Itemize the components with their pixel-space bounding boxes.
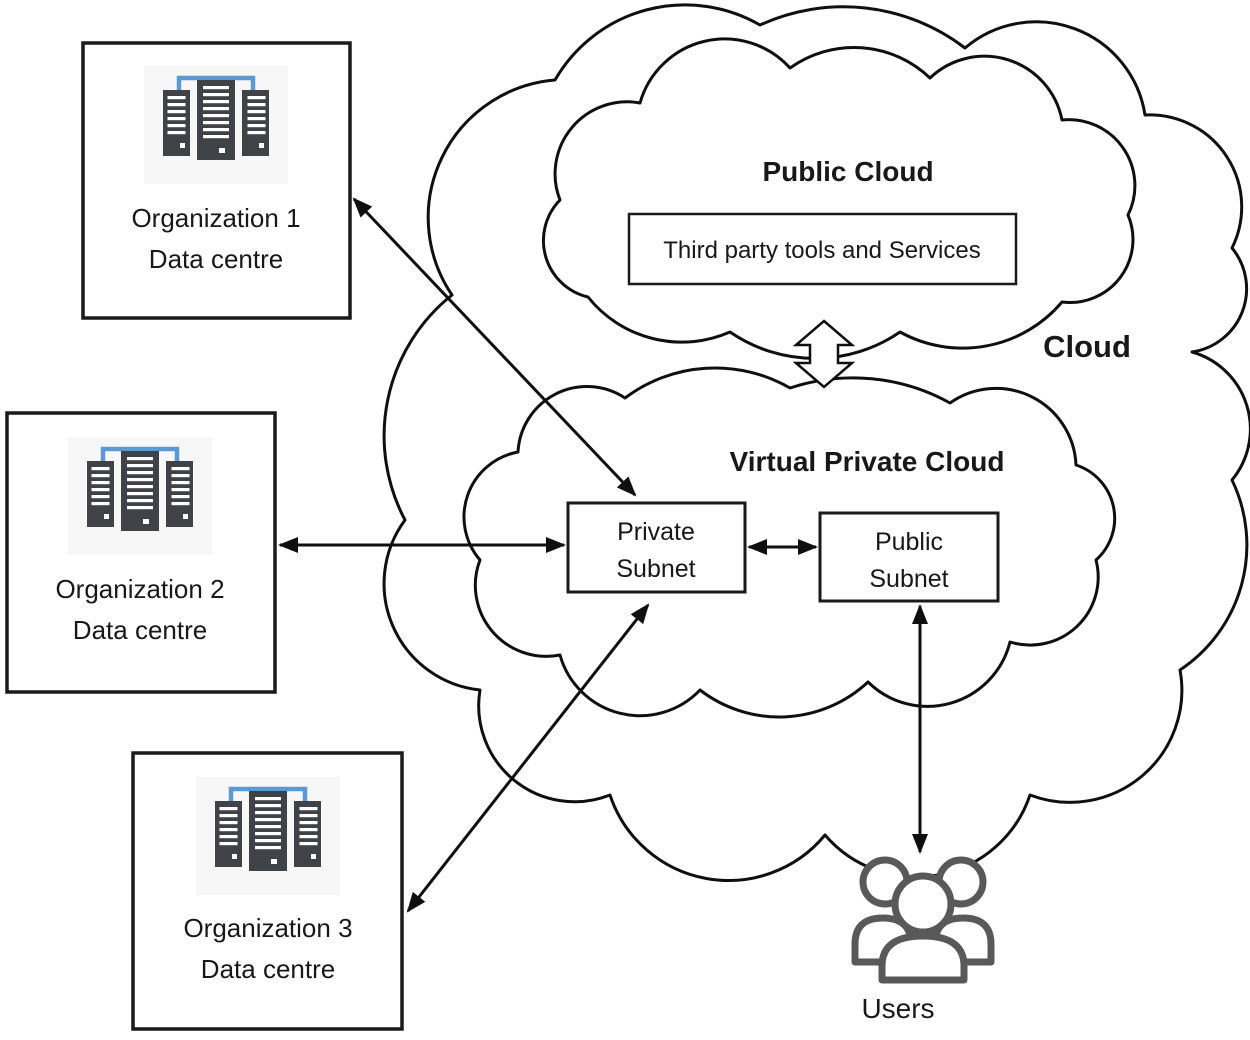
org3-label-line1: Organization 3 [183,913,352,943]
private-subnet-label-line1: Private [617,518,695,546]
org3-label-line2: Data centre [201,954,335,984]
users-label: Users [861,993,934,1024]
org2-node: Organization 2 Data centre [5,411,277,694]
server-cluster-icon [68,437,212,555]
third-party-box [627,212,1018,286]
org3-node: Organization 3 Data centre [131,751,404,1031]
arrow-org3-private-subnet [406,603,650,913]
public-subnet-label-line1: Public [875,528,943,556]
org2-label-line1: Organization 2 [55,574,224,604]
public-cloud-title: Public Cloud [762,156,933,187]
org1-node: Organization 1 Data centre [81,41,352,320]
org1-label-line2: Data centre [149,244,283,274]
users-group-icon [851,856,995,984]
public-cloud-vpc-double-arrow [792,319,856,389]
public-subnet-label-line2: Subnet [869,565,948,593]
users-front-body [878,932,968,984]
server-cluster-icon [144,66,288,184]
third-party-node: Third party tools and Services [627,212,1018,286]
users-node: Users [851,856,995,1024]
private-subnet-node: Private Subnet [566,501,747,594]
public-subnet-box [818,511,1000,603]
private-subnet-box [566,501,747,594]
cloud-title: Cloud [1043,329,1131,364]
third-party-label: Third party tools and Services [663,237,980,264]
org1-label-line1: Organization 1 [131,203,300,233]
server-cluster-icon [196,777,340,895]
public-subnet-node: Public Subnet [818,511,1000,603]
vpc-title: Virtual Private Cloud [730,446,1005,477]
users-front-head [891,872,955,936]
private-subnet-label-line2: Subnet [616,555,695,583]
arrow-org1-private-subnet [352,197,637,497]
org2-label-line2: Data centre [73,615,207,645]
